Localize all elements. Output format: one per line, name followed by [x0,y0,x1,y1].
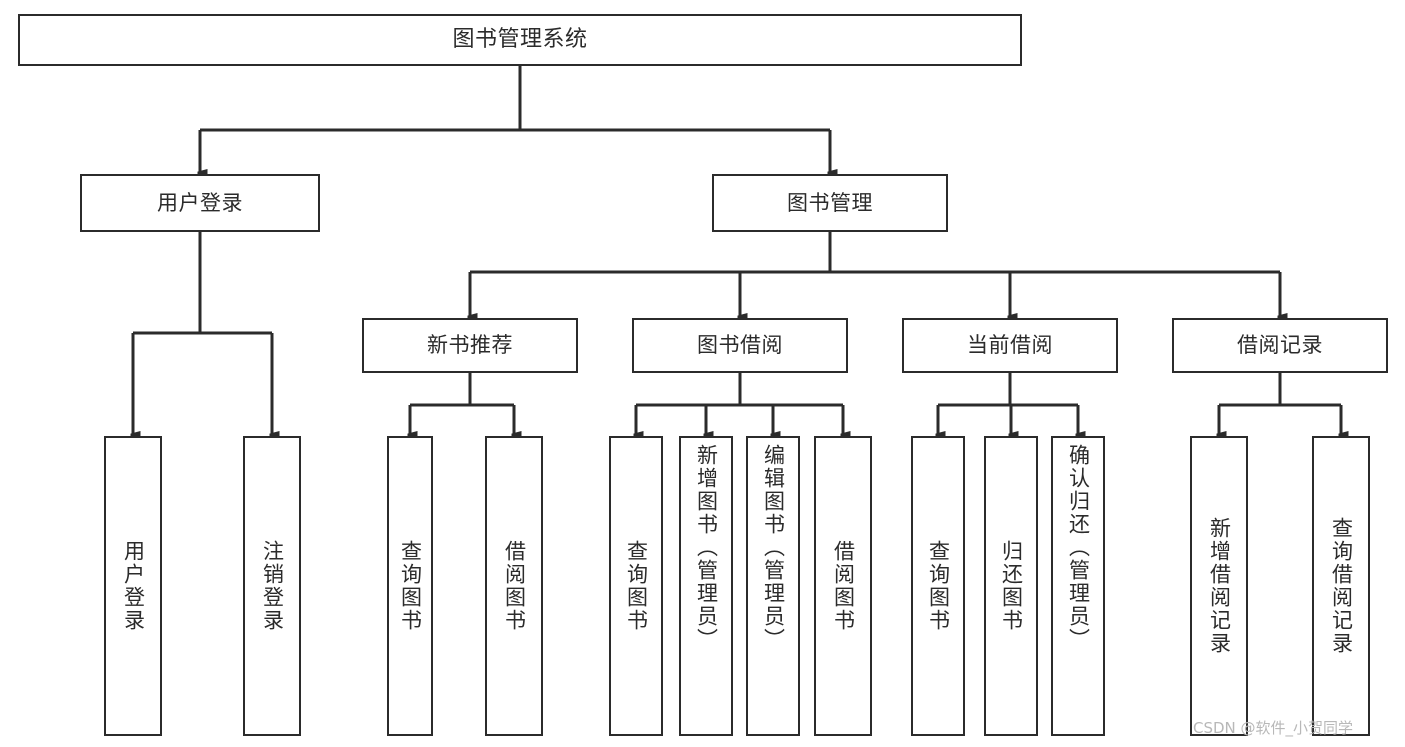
node-leaf-bb-borrow[interactable]: 借阅图书 [814,436,872,736]
node-leaf-cb-return[interactable]: 归还图书 [984,436,1038,736]
node-label-leaf-bb-borrow: 借阅图书 [831,540,856,632]
node-label-leaf-bb-query: 查询图书 [624,540,649,632]
node-leaf-br-query[interactable]: 查询借阅记录 [1312,436,1370,736]
node-leaf-rec-query[interactable]: 查询图书 [387,436,433,736]
node-new-book-rec[interactable]: 新书推荐 [362,318,578,373]
node-leaf-user-logout[interactable]: 注销登录 [243,436,301,736]
node-borrow-record[interactable]: 借阅记录 [1172,318,1388,373]
node-leaf-cb-query[interactable]: 查询图书 [911,436,965,736]
node-label-leaf-user-login: 用户登录 [121,540,146,632]
csdn-watermark: CSDN @软件_小贺同学 [1193,719,1354,737]
node-label-root: 图书管理系统 [452,27,588,53]
node-label-leaf-user-logout: 注销登录 [260,540,285,632]
node-label-user-login: 用户登录 [157,190,243,215]
node-leaf-bb-add[interactable]: 新增图书（管理员） [679,436,733,736]
node-leaf-rec-borrow[interactable]: 借阅图书 [485,436,543,736]
node-leaf-user-login[interactable]: 用户登录 [104,436,162,736]
node-label-current-borrow: 当前借阅 [967,333,1053,358]
node-label-leaf-cb-return: 归还图书 [999,540,1024,632]
node-leaf-bb-query[interactable]: 查询图书 [609,436,663,736]
node-label-new-book-rec: 新书推荐 [427,333,513,358]
node-current-borrow[interactable]: 当前借阅 [902,318,1118,373]
node-label-leaf-rec-borrow: 借阅图书 [502,540,527,632]
node-root[interactable]: 图书管理系统 [18,14,1022,66]
node-leaf-br-add[interactable]: 新增借阅记录 [1190,436,1248,736]
edge-group [133,66,1341,435]
node-label-leaf-bb-edit: 编辑图书（管理员） [761,444,786,651]
node-label-leaf-br-add: 新增借阅记录 [1207,517,1232,655]
node-label-leaf-cb-confirm: 确认归还（管理员） [1066,444,1091,651]
node-book-manage[interactable]: 图书管理 [712,174,948,232]
node-label-leaf-cb-query: 查询图书 [926,540,951,632]
node-leaf-bb-edit[interactable]: 编辑图书（管理员） [746,436,800,736]
node-label-leaf-rec-query: 查询图书 [398,540,423,632]
node-label-borrow-record: 借阅记录 [1237,333,1323,358]
node-label-book-borrow: 图书借阅 [697,333,783,358]
node-leaf-cb-confirm[interactable]: 确认归还（管理员） [1051,436,1105,736]
node-user-login[interactable]: 用户登录 [80,174,320,232]
node-label-book-manage: 图书管理 [787,190,873,215]
node-label-leaf-bb-add: 新增图书（管理员） [694,444,719,651]
node-book-borrow[interactable]: 图书借阅 [632,318,848,373]
node-label-leaf-br-query: 查询借阅记录 [1329,517,1354,655]
